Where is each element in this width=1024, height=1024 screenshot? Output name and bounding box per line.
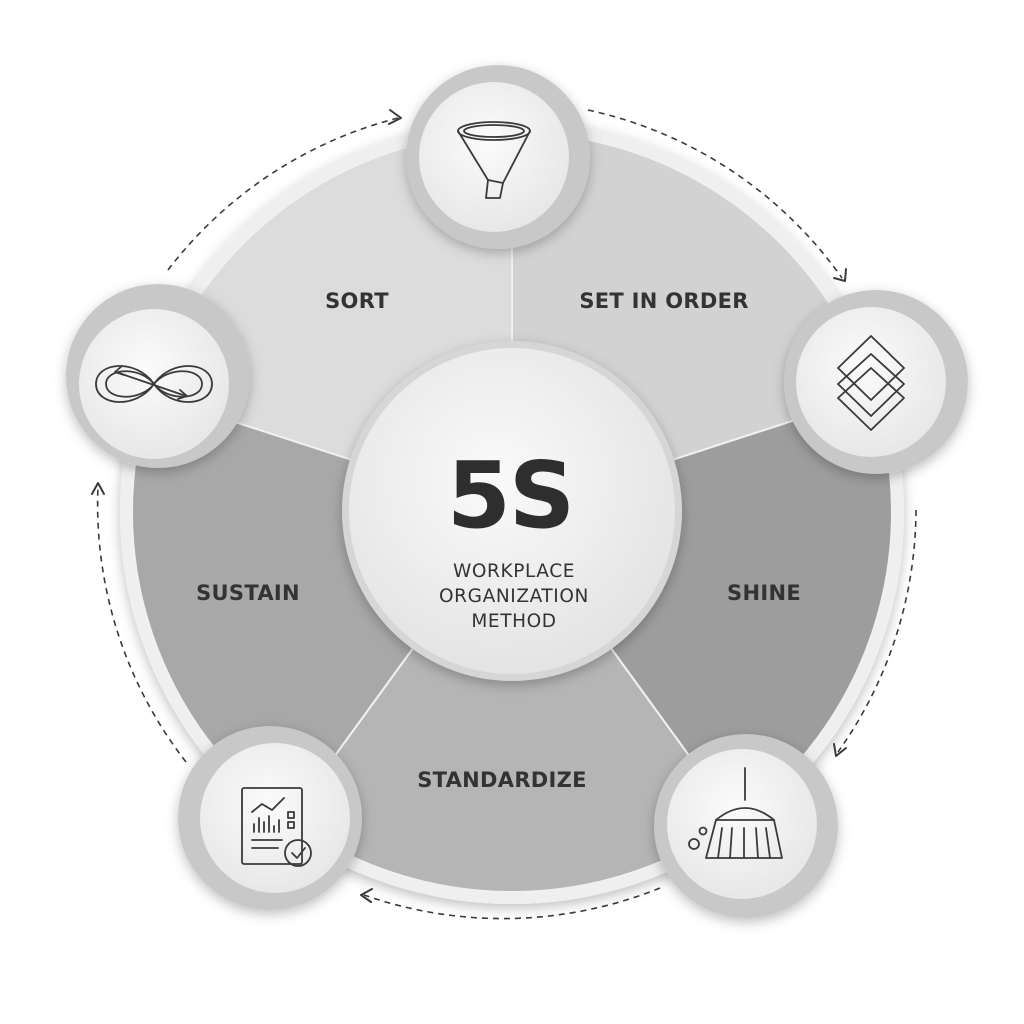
icon-bubble-sort bbox=[406, 65, 590, 249]
segment-label-set-in-order: SET IN ORDER bbox=[579, 289, 748, 313]
icon-bubble-set-in-order bbox=[784, 290, 968, 474]
icon-bubble-sustain bbox=[66, 284, 250, 468]
arrow-head bbox=[91, 482, 105, 495]
arrow-head bbox=[360, 888, 373, 903]
center-subtitle-line-2: ORGANIZATION bbox=[439, 586, 589, 607]
cycle-arrow-sustain-to-sort bbox=[96, 485, 187, 763]
funnel-icon bbox=[457, 121, 531, 199]
infinity-arrows-icon bbox=[95, 365, 213, 403]
segment-label-sustain: SUSTAIN bbox=[196, 581, 300, 605]
cycle-arrows bbox=[91, 109, 917, 920]
cycle-arrow-shine-to-standardize bbox=[837, 509, 917, 753]
icon-face bbox=[667, 749, 817, 899]
cycle-arrow-sort-to-set bbox=[167, 117, 399, 271]
center-title: 5S bbox=[447, 442, 573, 549]
center-hub: 5S WORKPLACE ORGANIZATION METHOD bbox=[342, 341, 682, 681]
report-check-icon bbox=[241, 787, 312, 867]
icon-bubble-standardize bbox=[178, 726, 362, 910]
arrow-head bbox=[833, 268, 847, 282]
cycle-arrow-set-to-shine bbox=[587, 109, 843, 279]
center-subtitle-line-1: WORKPLACE bbox=[453, 561, 575, 582]
icon-bubble-shine bbox=[654, 734, 838, 918]
center-circle-face bbox=[349, 348, 675, 674]
icon-face bbox=[200, 743, 350, 893]
layers-icon bbox=[837, 335, 905, 431]
icon-face bbox=[796, 307, 946, 457]
arrow-head bbox=[388, 109, 402, 125]
segment-wedges bbox=[131, 130, 893, 894]
broom-icon bbox=[688, 767, 783, 859]
arrow-head bbox=[833, 743, 847, 757]
segment-label-shine: SHINE bbox=[727, 581, 801, 605]
center-subtitle-line-3: METHOD bbox=[471, 611, 556, 632]
icon-face bbox=[419, 82, 569, 232]
segment-label-sort: SORT bbox=[325, 289, 389, 313]
segment-label-standardize: STANDARDIZE bbox=[417, 768, 587, 792]
